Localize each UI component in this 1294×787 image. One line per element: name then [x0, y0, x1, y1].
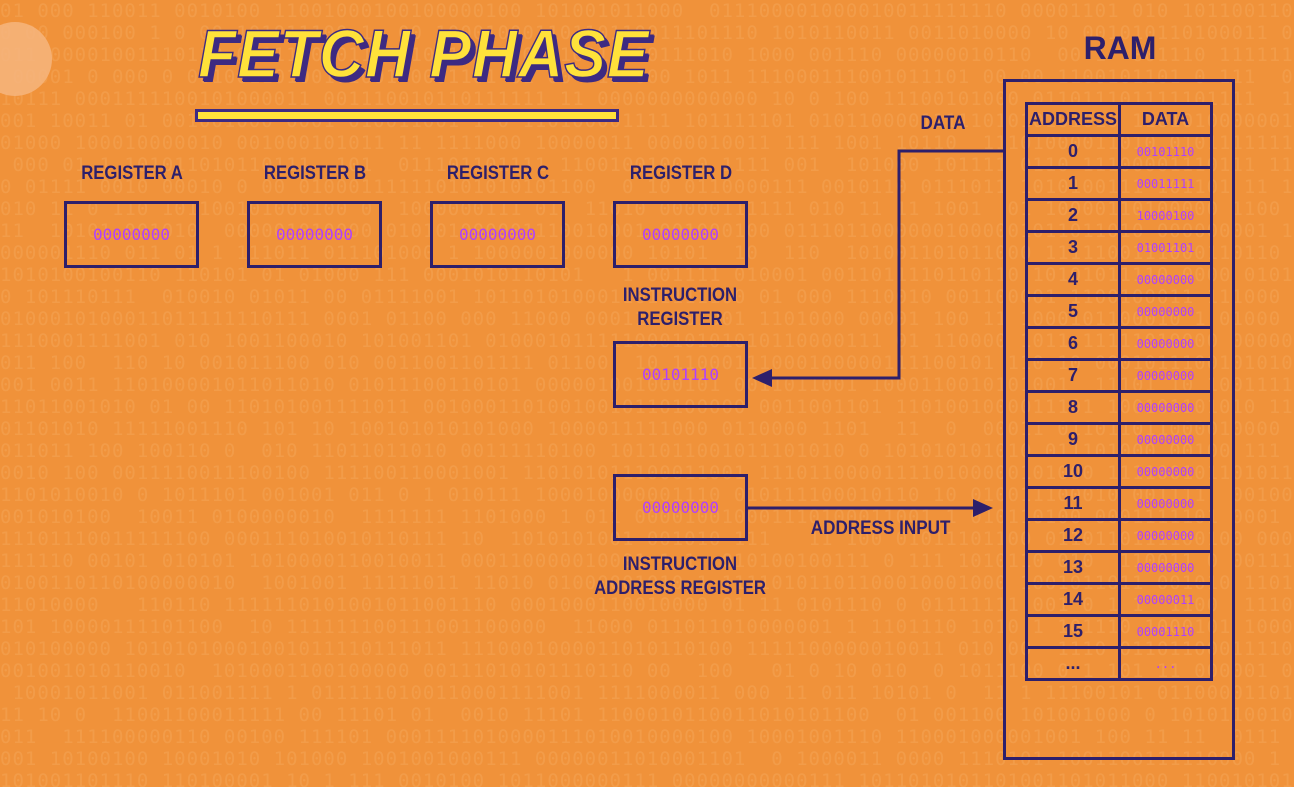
ram-title: RAM [1083, 30, 1157, 66]
ram-row: ...... [1025, 646, 1213, 681]
ram-address-cell: 5 [1025, 294, 1121, 329]
instruction-address-register-box: 00000000 [613, 474, 748, 541]
ram-data-cell: 00001110 [1118, 614, 1213, 649]
ram-address-cell: 1 [1025, 166, 1121, 201]
address-input-label: ADDRESS INPUT [810, 518, 951, 539]
data-arrowhead-icon [752, 369, 772, 387]
instruction-address-register-label-line2: ADDRESS REGISTER [594, 578, 766, 599]
instruction-register-label-line1: INSTRUCTION [622, 285, 738, 306]
ram-data-cell: 00000000 [1118, 358, 1213, 393]
instruction-register-label-line2: REGISTER [637, 309, 723, 330]
register-d-box: 00000000 [613, 201, 748, 268]
ram-address-cell: 6 [1025, 326, 1121, 361]
ram-data-cell: 00000000 [1118, 390, 1213, 425]
ram-address-cell: 12 [1025, 518, 1121, 553]
ram-data-cell: 00000000 [1118, 550, 1213, 585]
ram-address-cell: 4 [1025, 262, 1121, 297]
register-a-box: 00000000 [64, 201, 199, 268]
register-b-box: 00000000 [247, 201, 382, 268]
ram-data-cell: 01001101 [1118, 230, 1213, 265]
ram-data-cell: 00000000 [1118, 262, 1213, 297]
title-underline [195, 109, 619, 122]
ram-address-cell: 8 [1025, 390, 1121, 425]
ram-data-cell: 00101110 [1118, 134, 1213, 169]
register-c-label: REGISTER C [446, 163, 550, 184]
ram-address-cell: 15 [1025, 614, 1121, 649]
data-bus-line [770, 149, 1003, 380]
register-c-box: 00000000 [430, 201, 565, 268]
ram-address-cell: 2 [1025, 198, 1121, 233]
ram-address-cell: ... [1025, 646, 1121, 681]
ram-data-cell: ... [1118, 646, 1213, 681]
ram-data-cell: 10000100 [1118, 198, 1213, 233]
ram-data-cell: 00000000 [1118, 294, 1213, 329]
instruction-register-box: 00101110 [613, 341, 748, 408]
ram-address-cell: 9 [1025, 422, 1121, 457]
data-connection-label: DATA [920, 113, 966, 134]
ram-data-cell: 00000000 [1118, 326, 1213, 361]
ram-data-cell: 00000011 [1118, 582, 1213, 617]
ram-address-cell: 0 [1025, 134, 1121, 169]
ram-address-cell: 7 [1025, 358, 1121, 393]
page-title: FETCH PHASE [197, 15, 650, 93]
ram-data-cell: 00000000 [1118, 486, 1213, 521]
register-a-label: REGISTER A [81, 163, 183, 184]
register-d-label: REGISTER D [629, 163, 733, 184]
ram-address-cell: 13 [1025, 550, 1121, 585]
ram-data-cell: 00011111 [1118, 166, 1213, 201]
ram-data-cell: 00000000 [1118, 454, 1213, 489]
ram-header-address: ADDRESS [1025, 102, 1121, 137]
ram-header-row: ADDRESS DATA [1025, 102, 1213, 137]
instruction-address-register-label-line1: INSTRUCTION [622, 554, 738, 575]
ram-address-cell: 3 [1025, 230, 1121, 265]
ram-data-cell: 00000000 [1118, 422, 1213, 457]
register-b-label: REGISTER B [263, 163, 367, 184]
address-arrowhead-icon [973, 499, 993, 517]
ram-address-cell: 14 [1025, 582, 1121, 617]
ram-data-cell: 00000000 [1118, 518, 1213, 553]
ram-address-cell: 10 [1025, 454, 1121, 489]
ram-outline [1003, 79, 1235, 760]
ram-header-data: DATA [1118, 102, 1213, 137]
ram-address-cell: 11 [1025, 486, 1121, 521]
